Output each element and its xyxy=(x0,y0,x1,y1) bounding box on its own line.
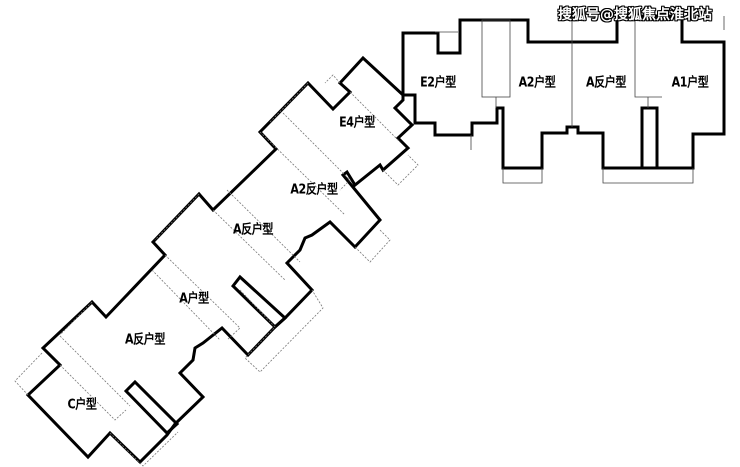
storage-room xyxy=(123,379,180,436)
diagonal-wing-dashed-lines xyxy=(14,74,419,467)
diagonal-wing-walls xyxy=(25,55,415,465)
unit-label-a1: A1户型 xyxy=(671,75,709,91)
unit-label-a-reverse-low: A反户型 xyxy=(124,332,166,348)
unit-label-a: A户型 xyxy=(179,291,209,307)
storage-room xyxy=(640,106,659,170)
unit-label-a2: A2户型 xyxy=(518,75,556,91)
unit-label-a-reverse-mid: A反户型 xyxy=(232,222,274,238)
unit-label-e4: E4户型 xyxy=(339,115,375,131)
watermark: 搜狐号@搜狐焦点淮北站 xyxy=(558,7,712,23)
unit-label-a2-reverse: A2反户型 xyxy=(290,182,338,198)
unit-label-a-reverse-top: A反户型 xyxy=(585,75,627,91)
right-wing-walls xyxy=(401,14,726,170)
storage-room xyxy=(230,274,288,330)
unit-label-e2: E2户型 xyxy=(420,75,456,91)
right-wing-thin-lines xyxy=(435,16,725,184)
unit-label-c: C户型 xyxy=(67,397,97,413)
